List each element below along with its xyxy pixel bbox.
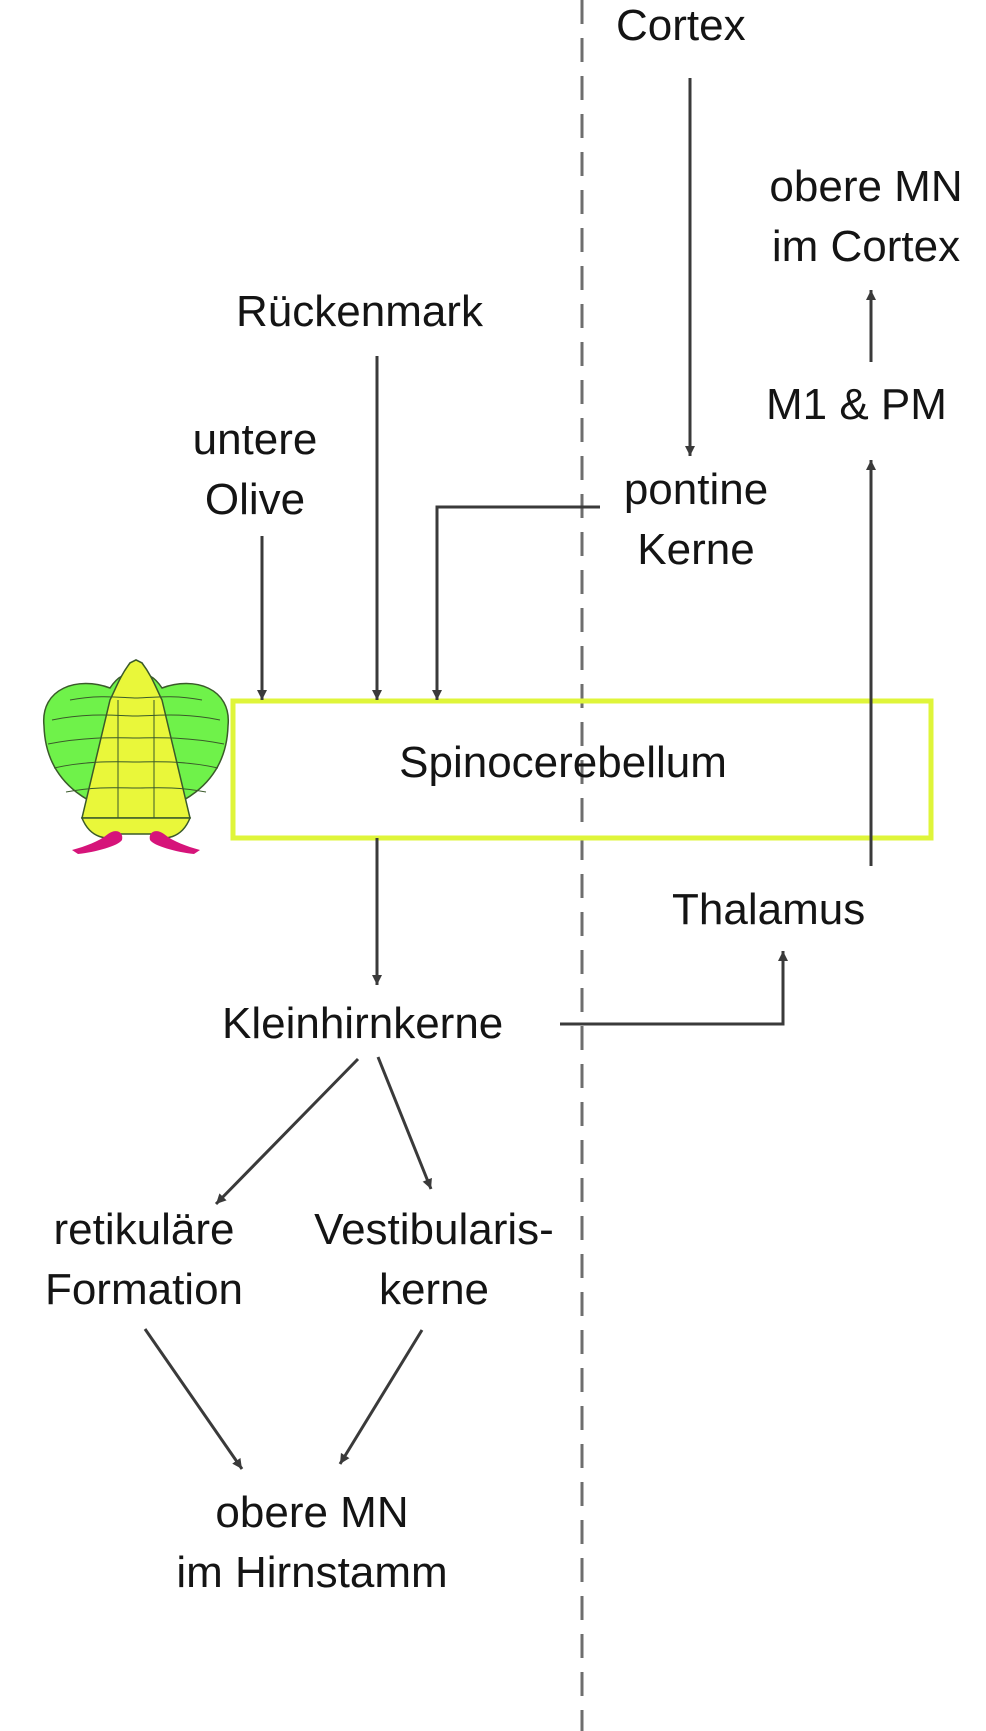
node-obere-mn-hirnstamm: obere MN im Hirnstamm — [150, 1483, 474, 1603]
node-obere-mn-hirnstamm-line2: im Hirnstamm — [176, 1548, 448, 1597]
node-untere-olive-line1: untere — [192, 415, 318, 464]
node-obere-mn-cortex-line1: obere MN — [769, 162, 963, 211]
node-pontine-kerne-line1: pontine — [623, 465, 769, 514]
arrow-kleinhirnkerne-to-retikulaere — [214, 1057, 360, 1206]
node-cortex: Cortex — [616, 1, 746, 50]
node-obere-mn-cortex-line2: im Cortex — [771, 222, 961, 271]
node-retikulaere-line2: Formation — [44, 1265, 244, 1314]
arrow-retikulaere-to-obere-mn-hirnstamm — [143, 1328, 244, 1470]
cerebellum-icon — [43, 659, 229, 854]
node-untere-olive-line2: Olive — [204, 475, 306, 524]
node-pontine-kerne: pontine Kerne — [604, 460, 788, 580]
node-vestibularis-line1: Vestibularis- — [314, 1205, 554, 1254]
node-obere-mn-cortex: obere MN im Cortex — [748, 157, 984, 277]
node-m1-pm: M1 & PM — [766, 380, 947, 429]
node-kleinhirnkerne: Kleinhirnkerne — [222, 999, 504, 1048]
arrow-kleinhirnkerne-to-vestibularis — [376, 1056, 433, 1190]
node-retikulaere-line1: retikuläre — [53, 1205, 235, 1254]
arrow-pontine-to-spinocerebellum — [432, 505, 600, 700]
node-rueckenmark: Rückenmark — [236, 287, 483, 336]
node-thalamus: Thalamus — [672, 885, 866, 934]
node-pontine-kerne-line2: Kerne — [637, 525, 755, 574]
node-vestibulariskerne: Vestibularis- kerne — [288, 1200, 580, 1320]
arrow-kleinhirnkerne-to-thalamus — [560, 951, 788, 1026]
node-obere-mn-hirnstamm-line1: obere MN — [215, 1488, 409, 1537]
node-spinocerebellum: Spinocerebellum — [399, 738, 727, 787]
node-retikulaere-formation: retikuläre Formation — [22, 1200, 266, 1320]
node-vestibularis-line2: kerne — [378, 1265, 490, 1314]
node-untere-olive: untere Olive — [164, 410, 346, 530]
spinocerebellum-box — [230, 698, 934, 841]
arrow-vestibularis-to-obere-mn-hirnstamm — [338, 1329, 424, 1465]
